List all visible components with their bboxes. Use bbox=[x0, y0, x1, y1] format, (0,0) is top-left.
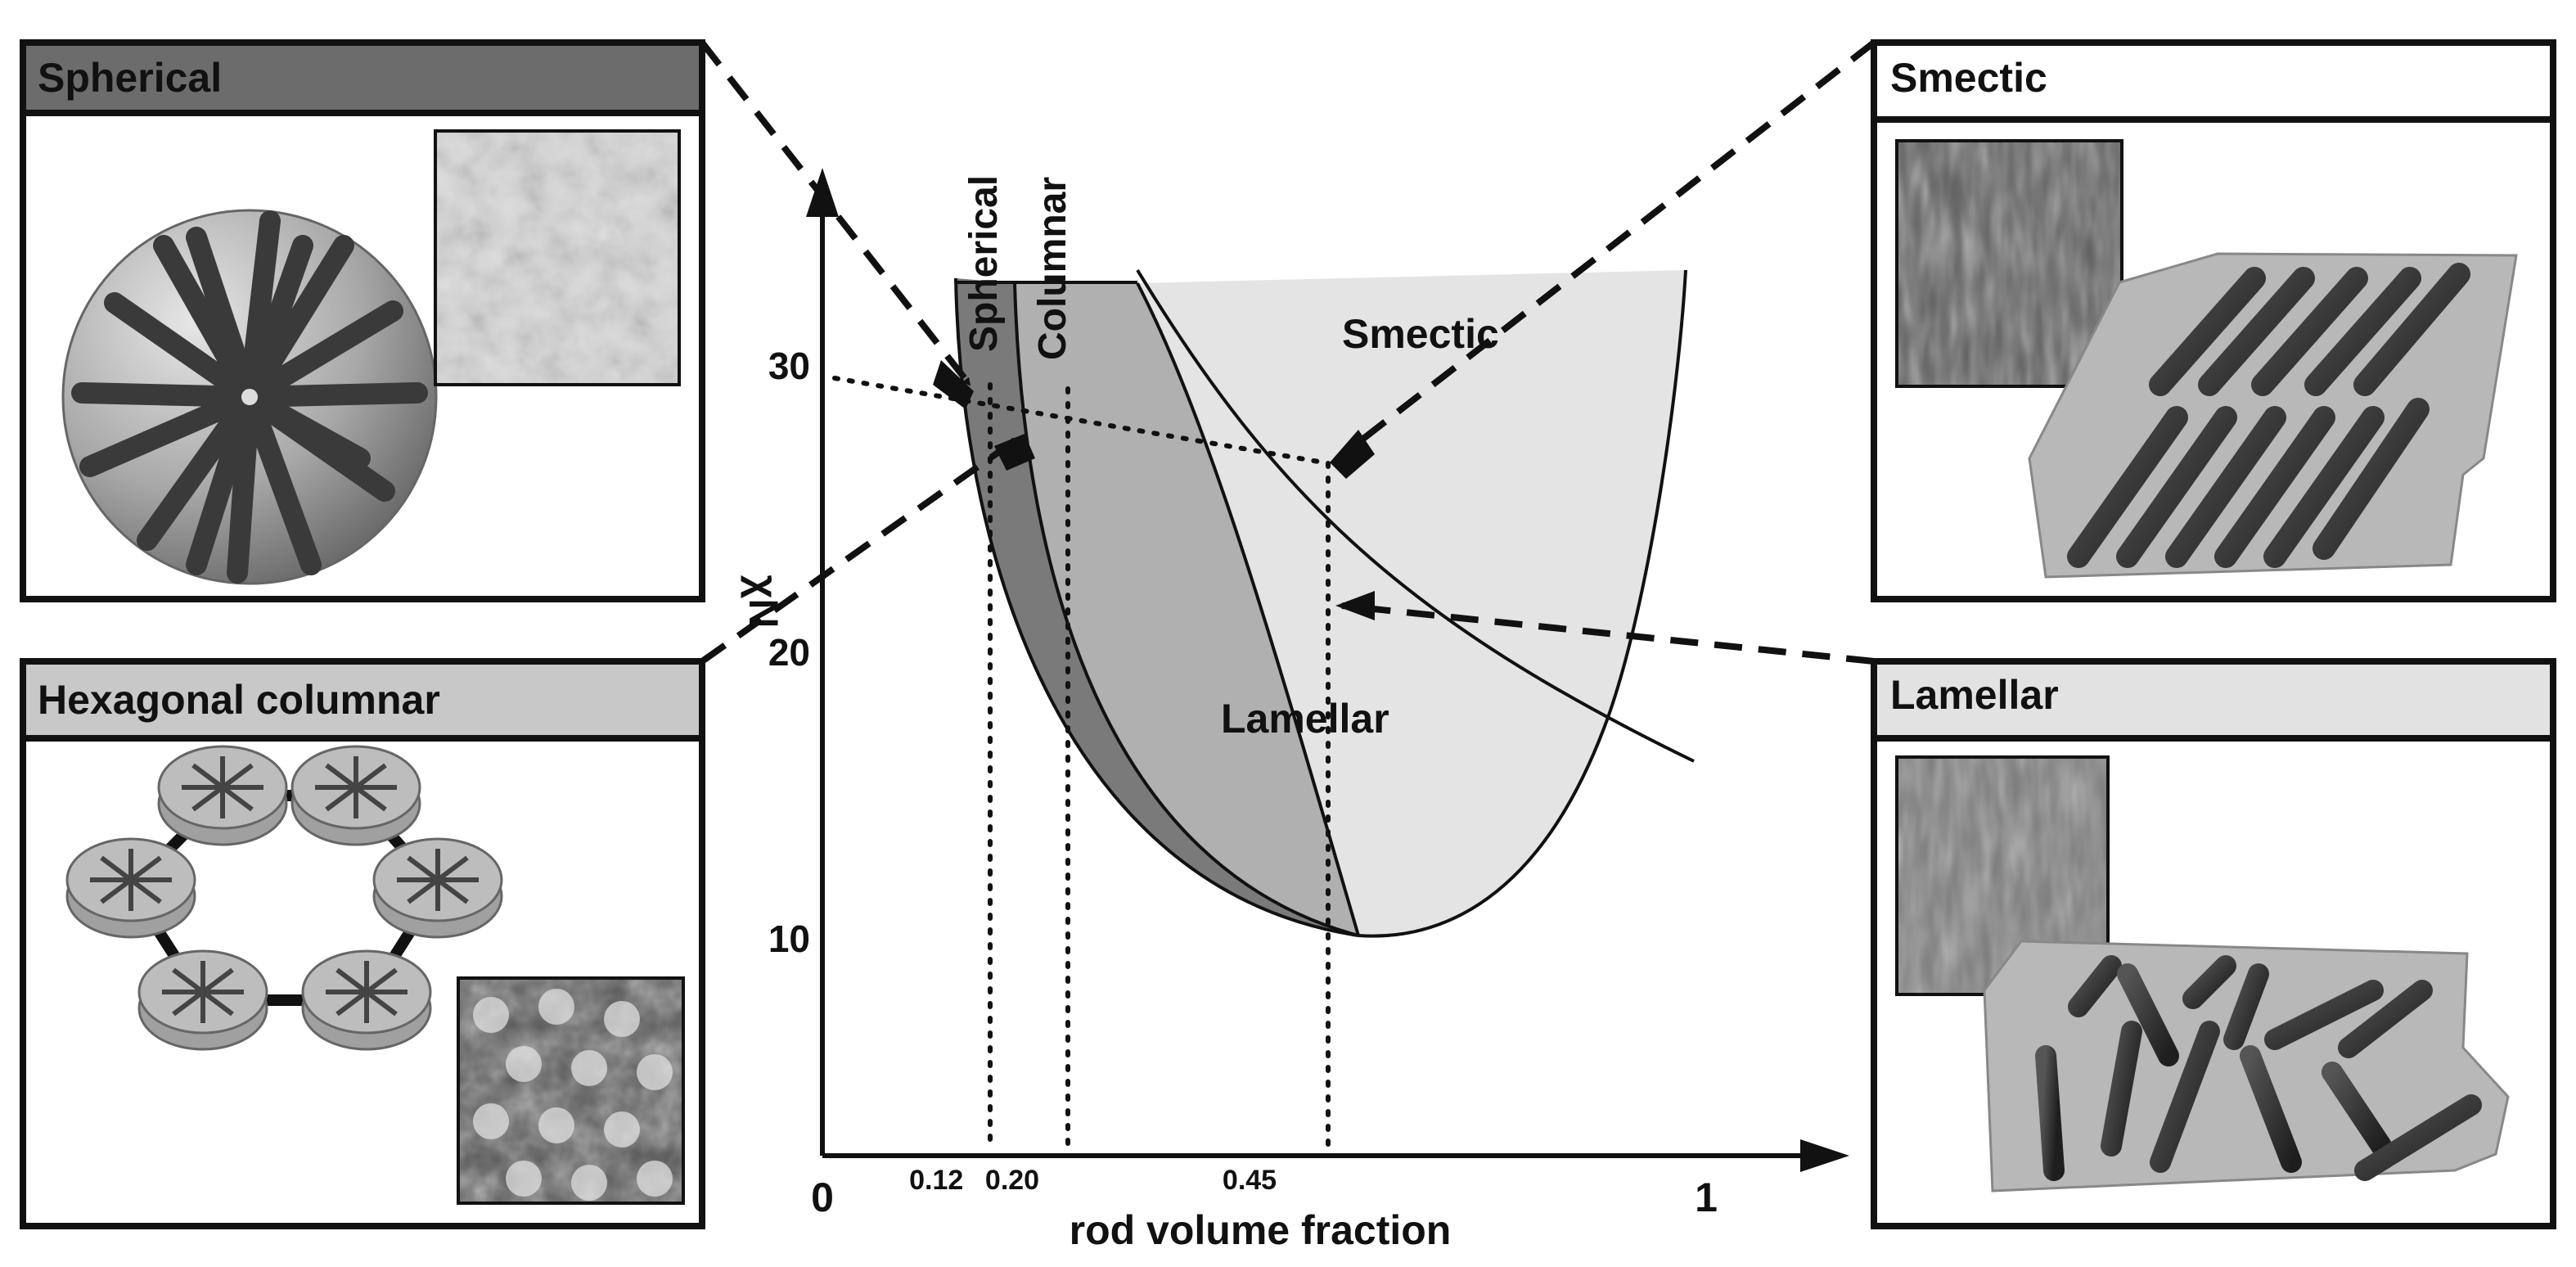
spherical-micrograph bbox=[434, 129, 681, 386]
connector-arrows bbox=[699, 39, 1876, 665]
smectic-layer-illustration bbox=[2028, 252, 2518, 579]
lamellar-panel: Lamellar bbox=[1871, 658, 2556, 1229]
x-tick-label: 0.20 bbox=[985, 1165, 1039, 1196]
region-columnar bbox=[1015, 283, 1358, 936]
region-label-lamellar: Lamellar bbox=[1221, 696, 1389, 742]
y-axis-label: χN bbox=[741, 575, 786, 629]
dotted-guides bbox=[832, 376, 1331, 1148]
region-lamellar bbox=[1137, 270, 1686, 936]
region-label-smectic: Smectic bbox=[1342, 311, 1499, 357]
hexagonal-panel: Hexagonal columnar bbox=[20, 658, 705, 1229]
lamellar-panel-title: Lamellar bbox=[1890, 672, 2059, 718]
smectic-micrograph bbox=[1895, 139, 2123, 388]
smectic-panel: Smectic bbox=[1871, 39, 2556, 602]
x-axis-label: rod volume fraction bbox=[1070, 1207, 1452, 1253]
connector-arrowheads bbox=[933, 360, 1375, 620]
y-tick-label: 20 bbox=[768, 631, 810, 674]
x-tick-label: 0.12 bbox=[909, 1165, 963, 1196]
region-label-columnar: Columnar bbox=[1031, 177, 1074, 360]
x-tick-label: 0.45 bbox=[1223, 1165, 1277, 1196]
spherical-panel: Spherical bbox=[20, 39, 705, 602]
y-tick-label: 30 bbox=[768, 345, 810, 387]
region-label-spherical: Spherical bbox=[962, 175, 1006, 352]
x-tick-label: 1 bbox=[1695, 1175, 1718, 1220]
region-spherical bbox=[956, 278, 1358, 936]
axes bbox=[820, 184, 1833, 1158]
hexagonal-panel-title: Hexagonal columnar bbox=[38, 677, 440, 723]
smectic-panel-title: Smectic bbox=[1890, 55, 2047, 101]
phase-diagram-chart: 0 0.12 0.20 0.45 1 10 20 30 rod volume fraction χ… bbox=[741, 168, 1849, 1253]
spherical-panel-title: Spherical bbox=[38, 55, 222, 101]
y-tick-label: 10 bbox=[768, 918, 810, 960]
x-tick-label: 0 bbox=[811, 1175, 834, 1220]
lamellar-layer-illustration bbox=[1983, 940, 2510, 1193]
hexagonal-columns-illustration bbox=[65, 745, 503, 1051]
spherical-micelle-illustration bbox=[61, 209, 438, 585]
hexagonal-micrograph bbox=[457, 976, 685, 1205]
